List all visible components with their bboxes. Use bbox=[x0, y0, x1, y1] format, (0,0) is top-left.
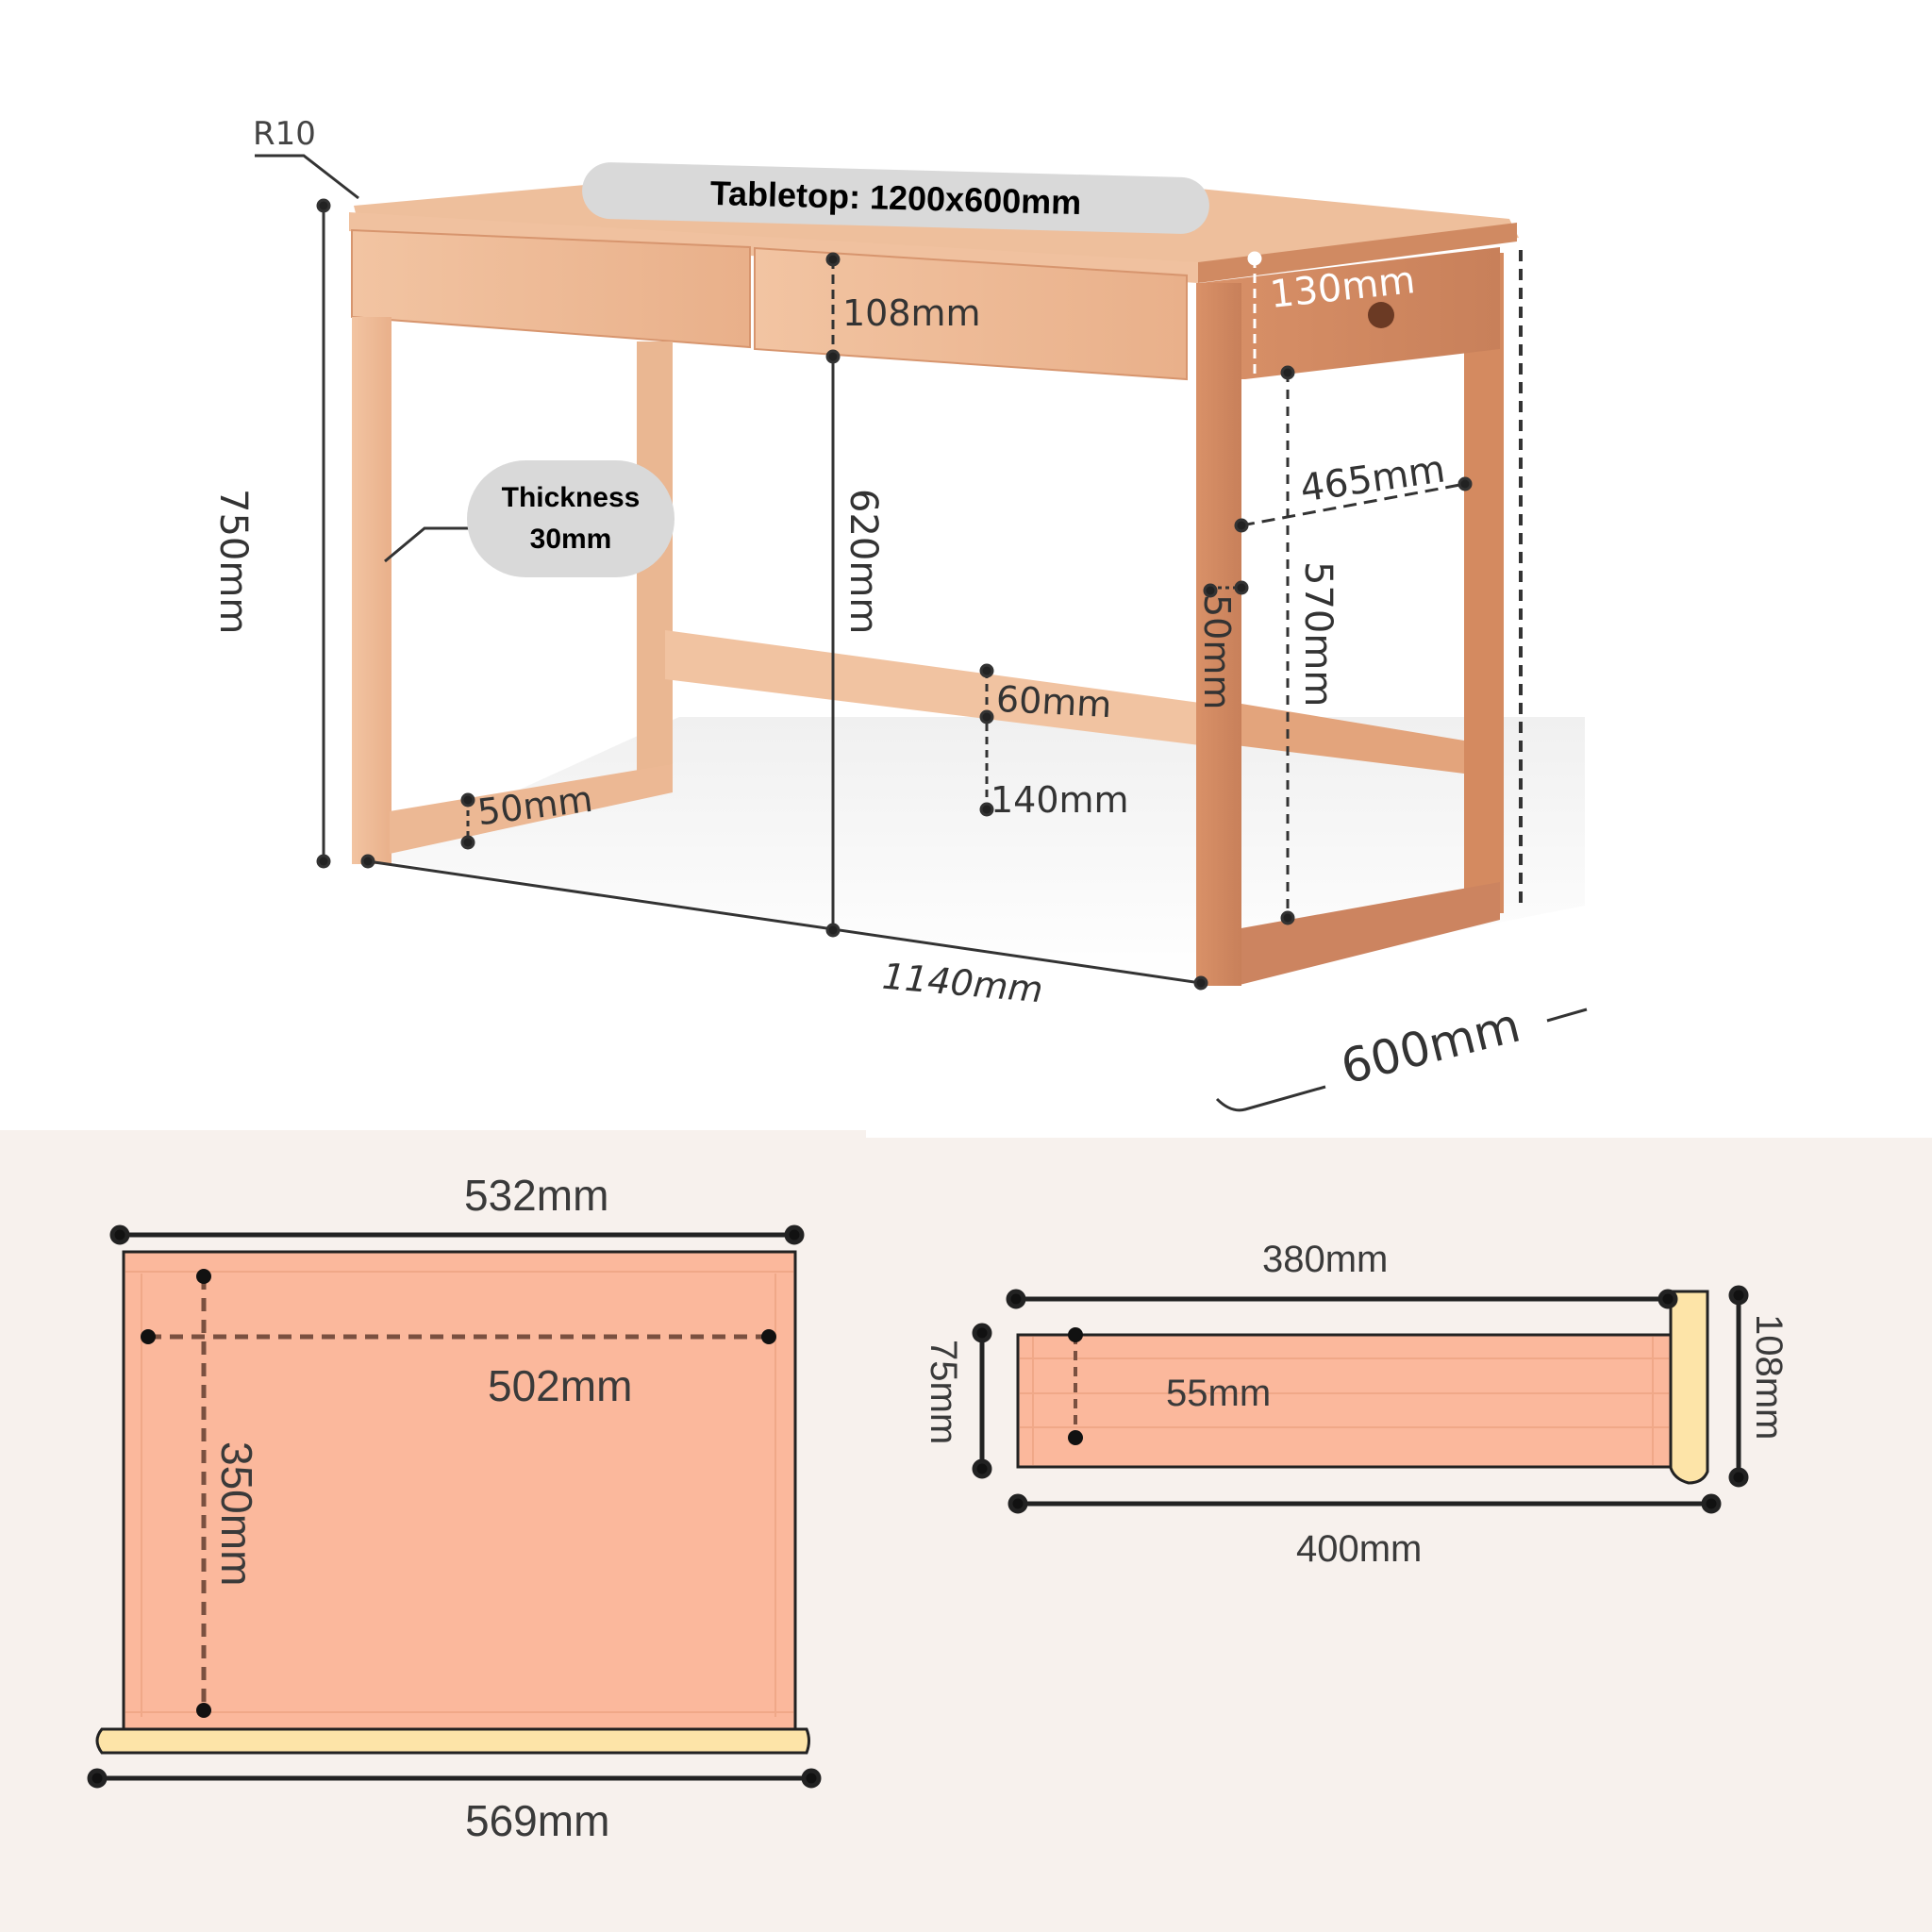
tabletop-side-edge bbox=[1198, 223, 1517, 283]
front-left-leg bbox=[352, 317, 391, 864]
drawer-knob-icon bbox=[1368, 302, 1394, 328]
thickness-value: 30mm bbox=[529, 524, 612, 555]
left-drawer-front bbox=[351, 228, 751, 349]
thickness-badge: Thickness 30mm bbox=[467, 460, 675, 577]
front-right-leg bbox=[1196, 283, 1241, 986]
side-view-total-length-label: 400mm bbox=[1296, 1528, 1423, 1570]
side-view-inner-height-label: 55mm bbox=[1166, 1373, 1272, 1414]
corner-radius-label: R10 bbox=[253, 115, 316, 153]
thickness-label: Thickness bbox=[501, 482, 641, 513]
side-view-front-height-label: 108mm bbox=[1748, 1314, 1790, 1441]
right-drawer-front bbox=[754, 246, 1188, 381]
top-view-outer-width-label: 569mm bbox=[465, 1796, 610, 1845]
right-side-foot-rail bbox=[1236, 882, 1500, 986]
r10-leader bbox=[255, 154, 359, 200]
drawer-front-side bbox=[1669, 1290, 1709, 1485]
side-apron bbox=[1200, 247, 1500, 379]
depth-bracket bbox=[1215, 1085, 1326, 1112]
side-view-length-label: 380mm bbox=[1262, 1239, 1389, 1280]
panel-edge bbox=[866, 1130, 1932, 1138]
desk-illustration bbox=[255, 154, 1588, 1112]
back-right-leg bbox=[1464, 253, 1504, 913]
stretcher-gap-label: 140mm bbox=[991, 779, 1129, 821]
top-view-depth-label: 350mm bbox=[212, 1441, 261, 1587]
right-side-stretcher bbox=[1236, 703, 1464, 774]
drawer-top-view bbox=[87, 1224, 822, 1789]
drawer-height-label: 108mm bbox=[842, 292, 981, 334]
drawer-front-top bbox=[95, 1727, 810, 1755]
side-view-height-label: 75mm bbox=[923, 1340, 964, 1445]
thickness-leader bbox=[384, 526, 469, 563]
drawer-side-view bbox=[972, 1285, 1749, 1514]
top-view-inner-width-label: 502mm bbox=[488, 1361, 633, 1410]
front-stretcher bbox=[665, 630, 1200, 745]
left-foot-rail bbox=[390, 764, 673, 854]
top-view-width-label: 532mm bbox=[464, 1171, 609, 1220]
